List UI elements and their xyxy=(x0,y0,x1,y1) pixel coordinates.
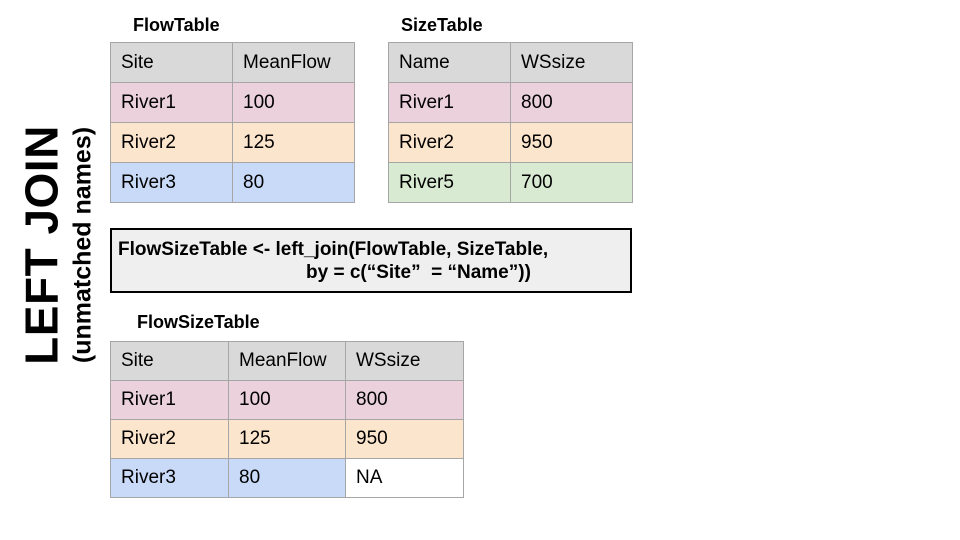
column-header: MeanFlow xyxy=(232,42,355,83)
table-cell: 800 xyxy=(345,380,464,420)
flowtable-title: FlowTable xyxy=(133,15,220,35)
column-header: MeanFlow xyxy=(228,341,346,381)
table-cell: 100 xyxy=(228,380,346,420)
table-cell: 125 xyxy=(232,122,355,163)
sizetable-title: SizeTable xyxy=(401,15,483,35)
table-cell: 700 xyxy=(510,162,633,203)
table-cell: River5 xyxy=(388,162,511,203)
code-box: FlowSizeTable <- left_join(FlowTable, Si… xyxy=(110,228,632,293)
table-cell: River1 xyxy=(110,82,233,123)
column-header: WSsize xyxy=(345,341,464,381)
table-cell: River2 xyxy=(110,122,233,163)
table-cell: 100 xyxy=(232,82,355,123)
left-join-title: LEFT JOIN xyxy=(15,125,68,365)
column-header: Site xyxy=(110,341,229,381)
left-join-label: LEFT JOIN (unmatched names) xyxy=(15,125,97,365)
left-join-subtitle: (unmatched names) xyxy=(68,126,97,364)
table-cell: 80 xyxy=(228,458,346,498)
table-cell: 950 xyxy=(510,122,633,163)
table-cell: 800 xyxy=(510,82,633,123)
table-cell: River2 xyxy=(110,419,229,459)
table-cell: River1 xyxy=(388,82,511,123)
column-header: Name xyxy=(388,42,511,83)
table-cell: 80 xyxy=(232,162,355,203)
table-cell: River3 xyxy=(110,458,229,498)
table-cell: River3 xyxy=(110,162,233,203)
table-cell: NA xyxy=(345,458,464,498)
table-cell: 125 xyxy=(228,419,346,459)
column-header: Site xyxy=(110,42,233,83)
column-header: WSsize xyxy=(510,42,633,83)
flowsizetable-title: FlowSizeTable xyxy=(137,312,260,332)
table-cell: River1 xyxy=(110,380,229,420)
code-line-2: by = c(“Site” = “Name”)) xyxy=(306,262,531,283)
table-cell: River2 xyxy=(388,122,511,163)
code-line-1: FlowSizeTable <- left_join(FlowTable, Si… xyxy=(118,239,549,260)
table-cell: 950 xyxy=(345,419,464,459)
